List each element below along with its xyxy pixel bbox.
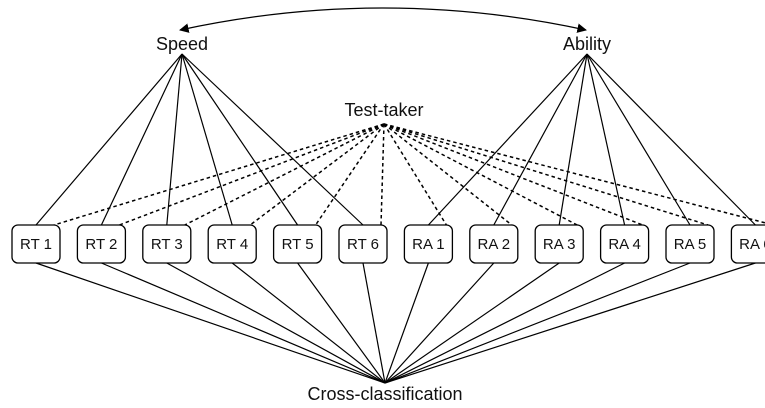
ability-to-ra-6-edge: [586, 53, 756, 226]
item-box-ra-3: RA 3: [534, 224, 584, 264]
item-box-rt-6: RT 6: [338, 224, 388, 264]
ability-to-ra-5-edge: [586, 53, 691, 226]
cross-classification-to-ra-4-edge: [384, 262, 625, 384]
item-box-label: RA 5: [674, 236, 707, 253]
ability-factor-label: Ability: [563, 34, 611, 54]
test-taker-to-rt-3-edge: [184, 123, 385, 226]
item-box-frame: [403, 224, 454, 264]
item-box-layer: RT 1 RT 2 RT 3 RT 4 RT 5 RT 6 RA 1 RA 2 RA 3 RA 4…: [11, 224, 765, 264]
item-box-label: RA 4: [608, 236, 641, 253]
item-box-label: RA 2: [478, 236, 511, 253]
item-box-label: RT 4: [216, 236, 248, 253]
item-box-frame: [272, 224, 323, 264]
item-box-label: RT 2: [85, 236, 117, 253]
item-box-frame: [534, 224, 584, 264]
ability-to-ra-4-edge: [586, 53, 626, 226]
item-box-label: RT 5: [282, 236, 314, 253]
ability-to-ra-2-edge: [493, 53, 588, 226]
ability-to-ra-1-edge: [427, 53, 588, 226]
item-box-label: RA 6: [739, 236, 765, 253]
test-taker-to-ra-1-edge: [383, 123, 448, 226]
item-box-label: RA 3: [543, 236, 576, 253]
speed-factor-label: Speed: [156, 34, 208, 54]
speed-to-rt-5-edge: [181, 53, 299, 226]
item-box-ra-6: RA 6: [730, 224, 765, 264]
item-box-ra-1: RA 1: [403, 224, 454, 264]
item-box-label: RT 6: [347, 236, 379, 253]
item-box-ra-2: RA 2: [469, 224, 519, 264]
cross-classification-to-ra-5-edge: [384, 262, 691, 384]
speed-ability-correlation-arrow: [179, 7, 587, 33]
test-taker-to-ra-2-edge: [383, 123, 513, 226]
item-box-frame: [11, 224, 61, 264]
speed-to-rt-4-edge: [181, 53, 233, 226]
item-box-label: RA 1: [412, 236, 445, 253]
item-box-frame: [469, 224, 519, 264]
cross-classification-to-rt-3-edge: [166, 262, 386, 384]
test-taker-factor-label: Test-taker: [344, 100, 423, 120]
test-taker-to-rt-1-edge: [53, 123, 385, 226]
item-box-frame: [665, 224, 715, 264]
test-taker-to-rt-4-edge: [249, 123, 385, 226]
cross-classification-to-ra-6-edge: [384, 262, 756, 384]
item-box-rt-2: RT 2: [76, 224, 127, 264]
cross-classification-to-rt-6-edge: [362, 262, 386, 384]
cross-classification-to-ra-2-edge: [384, 262, 495, 384]
item-box-frame: [338, 224, 388, 264]
item-box-frame: [76, 224, 127, 264]
item-box-label: RT 1: [20, 236, 52, 253]
cross-classification-to-rt-4-edge: [231, 262, 386, 384]
test-taker-to-ra-5-edge: [383, 123, 709, 226]
speed-to-rt-2-edge: [100, 53, 183, 226]
item-box-rt-5: RT 5: [272, 224, 323, 264]
item-box-frame: [207, 224, 257, 264]
cross-classification-to-rt-2-edge: [101, 262, 386, 384]
speed-to-rt-6-edge: [181, 53, 364, 226]
item-box-label: RT 3: [151, 236, 183, 253]
test-taker-to-ra-6-edge: [383, 123, 765, 224]
ability-to-ra-3-edge: [558, 53, 588, 226]
item-box-ra-4: RA 4: [599, 224, 650, 264]
cross-classification-to-ra-3-edge: [384, 262, 560, 384]
item-box-rt-1: RT 1: [11, 224, 61, 264]
test-taker-to-rt-2-edge: [119, 123, 385, 226]
test-taker-to-rt-6-edge: [380, 123, 385, 226]
item-box-frame: [142, 224, 192, 264]
test-taker-to-ra-4-edge: [383, 123, 643, 226]
item-box-ra-5: RA 5: [665, 224, 715, 264]
cross-classification-factor-label: Cross-classification: [307, 384, 462, 404]
item-box-rt-4: RT 4: [207, 224, 257, 264]
speed-to-rt-3-edge: [166, 53, 183, 226]
test-taker-to-rt-5-edge: [314, 123, 385, 226]
item-box-rt-3: RT 3: [142, 224, 192, 264]
cross-classification-to-rt-1-edge: [35, 262, 386, 384]
cross-classification-to-rt-5-edge: [297, 262, 386, 384]
item-box-frame: [730, 224, 765, 264]
speed-to-rt-1-edge: [35, 53, 183, 226]
cross-classification-to-ra-1-edge: [384, 262, 429, 384]
item-box-frame: [599, 224, 650, 264]
edge-layer: [35, 53, 765, 384]
